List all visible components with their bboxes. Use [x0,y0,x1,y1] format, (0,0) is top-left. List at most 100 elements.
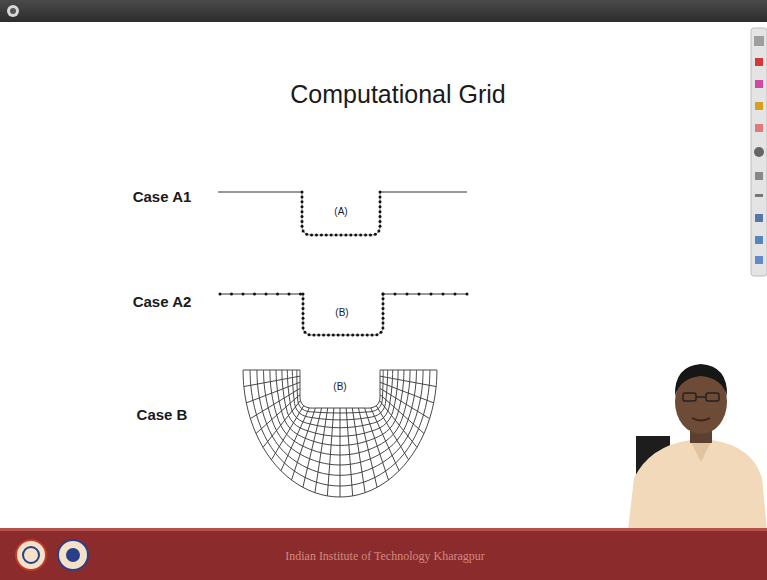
grid-node [382,307,385,310]
grid-node [304,331,307,334]
grid-node [302,322,305,325]
grid-node [302,297,305,300]
grid-line [380,382,434,403]
grid-line [303,408,322,487]
grid-line [244,376,300,386]
case-label: Case A1 [133,189,192,206]
footer-bar [0,530,767,580]
grid-line [297,370,383,413]
grid-line [380,370,437,371]
grid-node [466,293,469,296]
grid-node [374,233,377,236]
grid-line [250,388,300,418]
grid-node [219,293,222,296]
grid-node [379,191,382,194]
grid-node [301,215,304,218]
presenter-photo [628,364,767,530]
grid-node [301,191,304,194]
grid-line [380,395,424,434]
tank-grid-a1 [218,191,467,237]
grid-line [380,376,436,386]
grid-node [382,302,385,305]
grid-line [300,370,380,408]
region-label: (B) [333,381,346,392]
region-label: (A) [334,206,347,217]
grid-node [302,317,305,320]
grid-node [253,293,256,296]
grid-node [315,234,318,237]
grid-node [382,322,385,325]
grid-line [256,395,300,434]
grid-line [246,382,300,403]
grid-node [340,234,343,237]
grid-node [299,293,302,296]
grid-line [346,408,353,496]
grid-line [376,406,408,460]
grid-node [379,331,382,334]
grid-node [379,220,382,223]
grid-node [379,195,382,198]
grid-node [276,293,279,296]
slide-title: Computational Grid [290,81,505,109]
grid-node [317,334,320,337]
grid-node [379,205,382,208]
grid-node [302,230,305,233]
grid-node [302,307,305,310]
tank-boundary [303,294,383,335]
grid-node [301,205,304,208]
grid-node [382,293,385,296]
grid-line [358,408,377,487]
grid-node [230,293,233,296]
grid-node [346,334,349,337]
free-surface [218,192,302,193]
grid-node [379,210,382,213]
tank-grid-a2 [219,293,469,337]
grid-node [375,333,378,336]
grid-node [344,234,347,237]
grid-node [312,334,315,337]
grid-node [310,234,313,237]
grid-line [243,370,437,497]
free-surface [383,294,467,295]
grid-node [242,293,245,296]
grid-node [454,293,457,296]
window-icon [7,5,19,17]
window-icon [10,8,16,14]
grid-node [382,293,385,296]
grid-node [302,312,305,315]
grid-node [330,234,333,237]
grid-node [308,333,311,336]
grid-node [382,312,385,315]
grid-node [382,317,385,320]
institute-logo [16,540,88,570]
grid-node [406,293,409,296]
grid-node [322,334,325,337]
toolbar [751,28,767,276]
grid-node [381,326,384,329]
grid-node [356,334,359,337]
grid-line [271,406,303,460]
grid-node [351,334,354,337]
grid-node [325,234,328,237]
grid-node [359,234,362,237]
grid-node [301,210,304,213]
grid-line [380,388,430,418]
case-label: Case B [137,407,188,424]
grid-node [366,334,369,337]
grid-node [382,297,385,300]
grid-node [349,234,352,237]
grid-node [302,302,305,305]
grid-line [352,408,365,493]
grid-node [430,293,433,296]
grid-node [305,233,308,236]
grid-line [340,408,341,497]
footer-line [0,528,767,531]
grid-node [301,220,304,223]
grid-node [342,334,345,337]
grid-line [371,408,399,471]
grid-node [332,334,335,337]
grid-line [327,408,334,496]
grid-node [301,195,304,198]
